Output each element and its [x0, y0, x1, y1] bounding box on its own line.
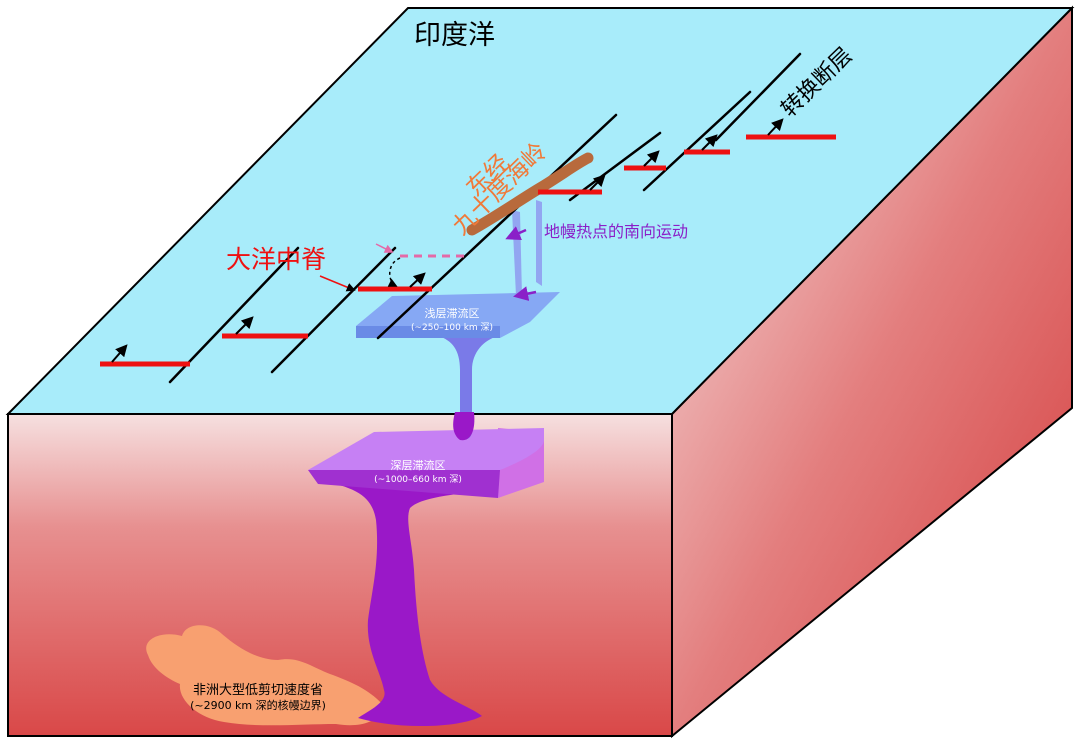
transform-faults	[168, 52, 802, 384]
deep-zone-title: 深层滞流区	[391, 458, 446, 472]
deep-plume-stem	[318, 480, 496, 727]
llsvp-title: 非洲大型低剪切速度省	[193, 682, 323, 698]
arrow-icon	[767, 118, 784, 136]
ridge-jump-arrow	[387, 257, 401, 287]
arrow-icon	[111, 344, 128, 363]
shallow-zone-depth: (~250–100 km 深)	[411, 322, 493, 333]
pink-pointer-arrow	[375, 243, 394, 253]
plate-motion-arrows	[111, 118, 784, 363]
plume-pipe-right	[536, 200, 542, 286]
hotspot-arrow-lower	[513, 286, 537, 302]
upper-plume-tube	[438, 336, 498, 440]
deep-zone-top	[308, 428, 544, 470]
shallow-zone-front	[356, 326, 500, 338]
llsvp-depth: (~2900 km 深的核幔边界)	[190, 698, 326, 712]
upper-plume-neck	[453, 412, 475, 441]
shallow-zone-title: 浅层滞流区	[425, 306, 480, 320]
arrow-icon	[643, 150, 660, 167]
arrow-icon	[701, 134, 718, 151]
llsvp-blob	[146, 625, 384, 726]
hotspot-arrow-upper	[505, 226, 527, 240]
deep-zone-front	[308, 470, 500, 498]
ridge-label-pointer	[319, 275, 356, 292]
arrow-icon	[409, 272, 426, 288]
arrow-icon	[589, 174, 606, 191]
ocean-label: 印度洋	[414, 20, 495, 51]
deep-zone-depth: (~1000–660 km 深)	[374, 474, 462, 485]
ridge-label: 大洋中脊	[226, 245, 326, 274]
ridge-segments	[100, 134, 836, 367]
arrow-icon	[235, 316, 254, 335]
hotspot-motion-label: 地幔热点的南向运动	[544, 222, 688, 241]
ninetyeast-ridge	[466, 152, 594, 236]
